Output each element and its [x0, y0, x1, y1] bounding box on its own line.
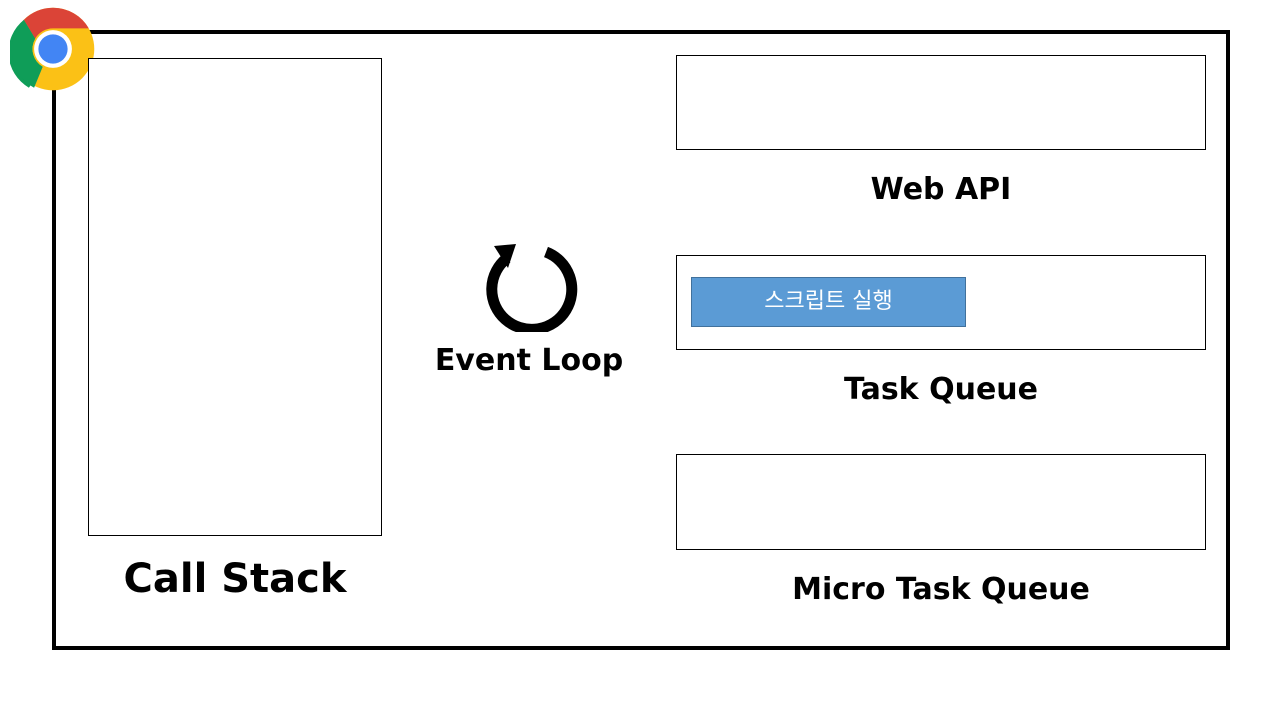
- refresh-arrow-icon: [486, 244, 578, 332]
- call-stack-label: Call Stack: [123, 556, 347, 602]
- task-queue-label: Task Queue: [843, 372, 1038, 407]
- task-queue-item: 스크립트 실행: [691, 277, 966, 327]
- micro-task-queue-box: [676, 454, 1206, 550]
- call-stack-box: [88, 58, 382, 536]
- browser-frame: [52, 30, 1230, 650]
- event-loop-label: Event Loop: [434, 343, 624, 378]
- web-api-box: [676, 55, 1206, 150]
- chrome-logo-icon: [10, 7, 95, 91]
- web-api-label: Web API: [870, 172, 1012, 207]
- micro-task-queue-label: Micro Task Queue: [792, 572, 1090, 607]
